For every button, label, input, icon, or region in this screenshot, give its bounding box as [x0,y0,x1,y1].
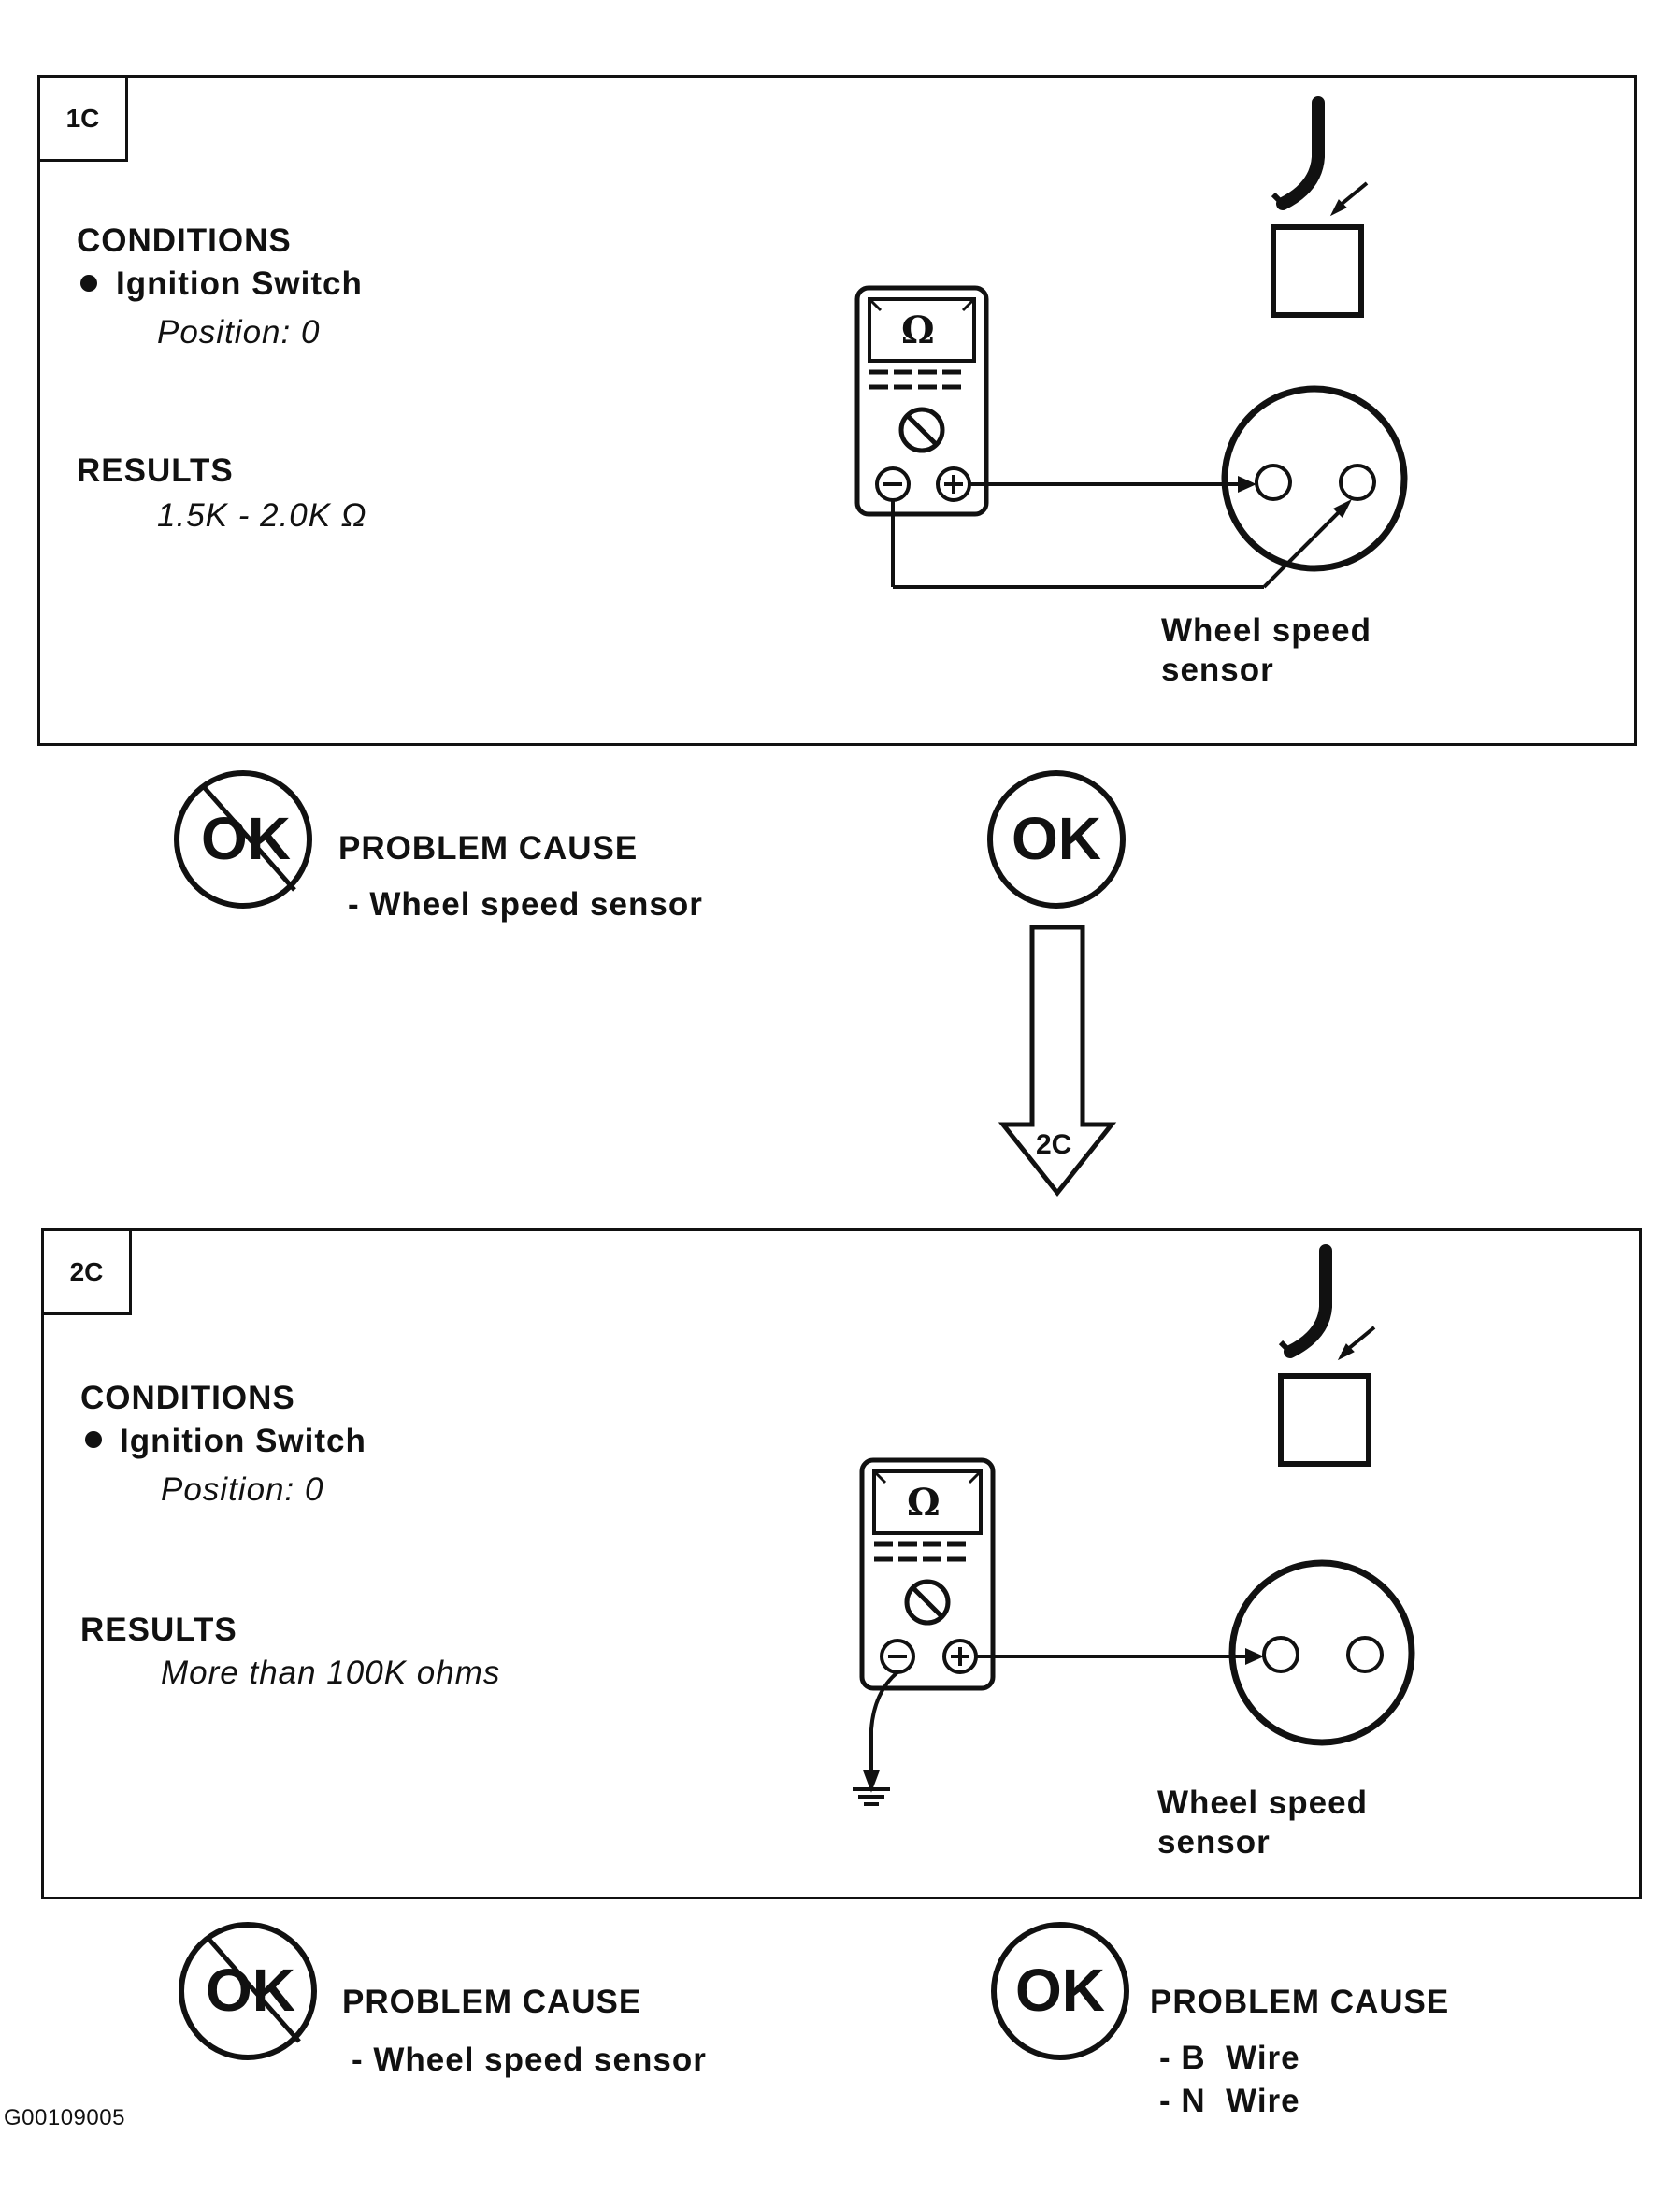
problem-cause-heading-2c-left: PROBLEM CAUSE [342,1984,642,2020]
problem-cause-item-1c: - Wheel speed sensor [348,886,703,923]
problem-cause-heading-1c: PROBLEM CAUSE [338,830,639,867]
condition-item-2c: Ignition Switch [120,1423,366,1459]
problem-cause-heading-2c-right: PROBLEM CAUSE [1150,1984,1450,2020]
results-label-2c: RESULTS [80,1612,237,1648]
sensor-label-1c-line1: Wheel speed [1161,612,1371,649]
results-label-1c: RESULTS [77,452,234,489]
results-value-1c: 1.5K - 2.0K Ω [157,497,367,534]
results-value-2c: More than 100K ohms [161,1655,501,1691]
condition-detail-2c: Position: 0 [161,1471,324,1508]
sensor-label-2c-line1: Wheel speed [1157,1784,1368,1821]
problem-cause-item-b-wire: - B Wire [1159,2040,1300,2076]
ok-symbol-2c: OK [1015,1956,1105,2024]
condition-detail-1c: Position: 0 [157,314,321,351]
test-panel-2c: 2C [41,1228,1642,1899]
conditions-label-2c: CONDITIONS [80,1380,295,1416]
step-tag-2c: 2C [44,1231,132,1315]
meter-symbol-1c: Ω [901,308,935,352]
problem-cause-item-n-wire: - N Wire [1159,2083,1300,2119]
meter-symbol-2c: Ω [907,1481,941,1525]
condition-item-1c: Ignition Switch [116,265,363,302]
problem-cause-item-2c-left: - Wheel speed sensor [352,2042,707,2078]
flow-arrow-label: 2C [1036,1129,1072,1160]
figure-code: G00109005 [4,2105,125,2130]
test-panel-1c: 1C [37,75,1637,746]
conditions-label-1c: CONDITIONS [77,222,292,259]
not-ok-symbol-2c: OK [206,1956,295,2024]
not-ok-symbol-1c: OK [201,805,291,872]
ok-symbol-1c: OK [1012,805,1101,872]
sensor-label-1c-line2: sensor [1161,652,1274,688]
sensor-label-2c-line2: sensor [1157,1824,1271,1860]
step-tag-1c: 1C [40,78,128,162]
